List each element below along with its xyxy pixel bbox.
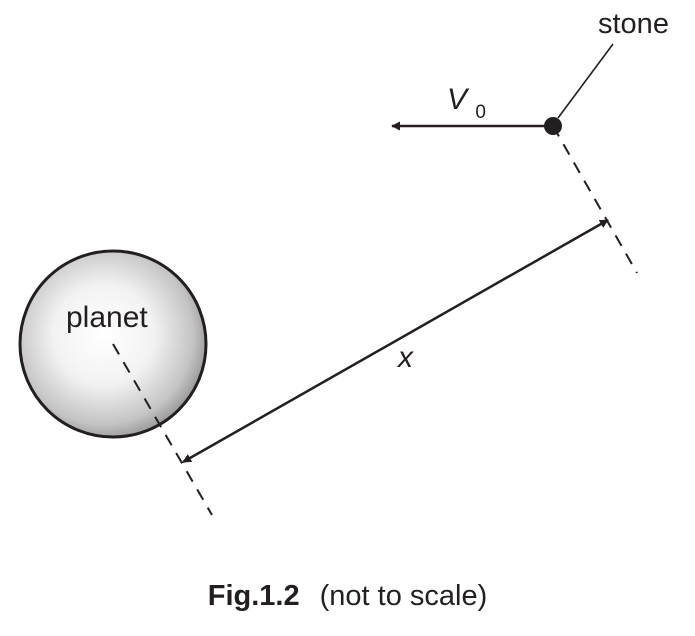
distance-label: x	[396, 341, 414, 374]
stone-label: stone	[598, 8, 669, 40]
velocity-symbol: V	[447, 83, 470, 116]
planet-dashed-line	[112, 343, 213, 516]
velocity-label: V 0	[447, 83, 486, 123]
figure-note: (not to scale)	[319, 580, 488, 612]
planet-label: planet	[66, 301, 148, 334]
stone-dashed-line	[552, 125, 638, 274]
stone-dot	[544, 117, 562, 135]
distance-arrow	[182, 218, 609, 464]
stone-leader-line	[557, 43, 614, 119]
figure-label: Fig.1.2	[207, 580, 300, 612]
figure-caption: Fig.1.2 (not to scale)	[0, 580, 695, 613]
velocity-subscript: 0	[475, 102, 486, 123]
